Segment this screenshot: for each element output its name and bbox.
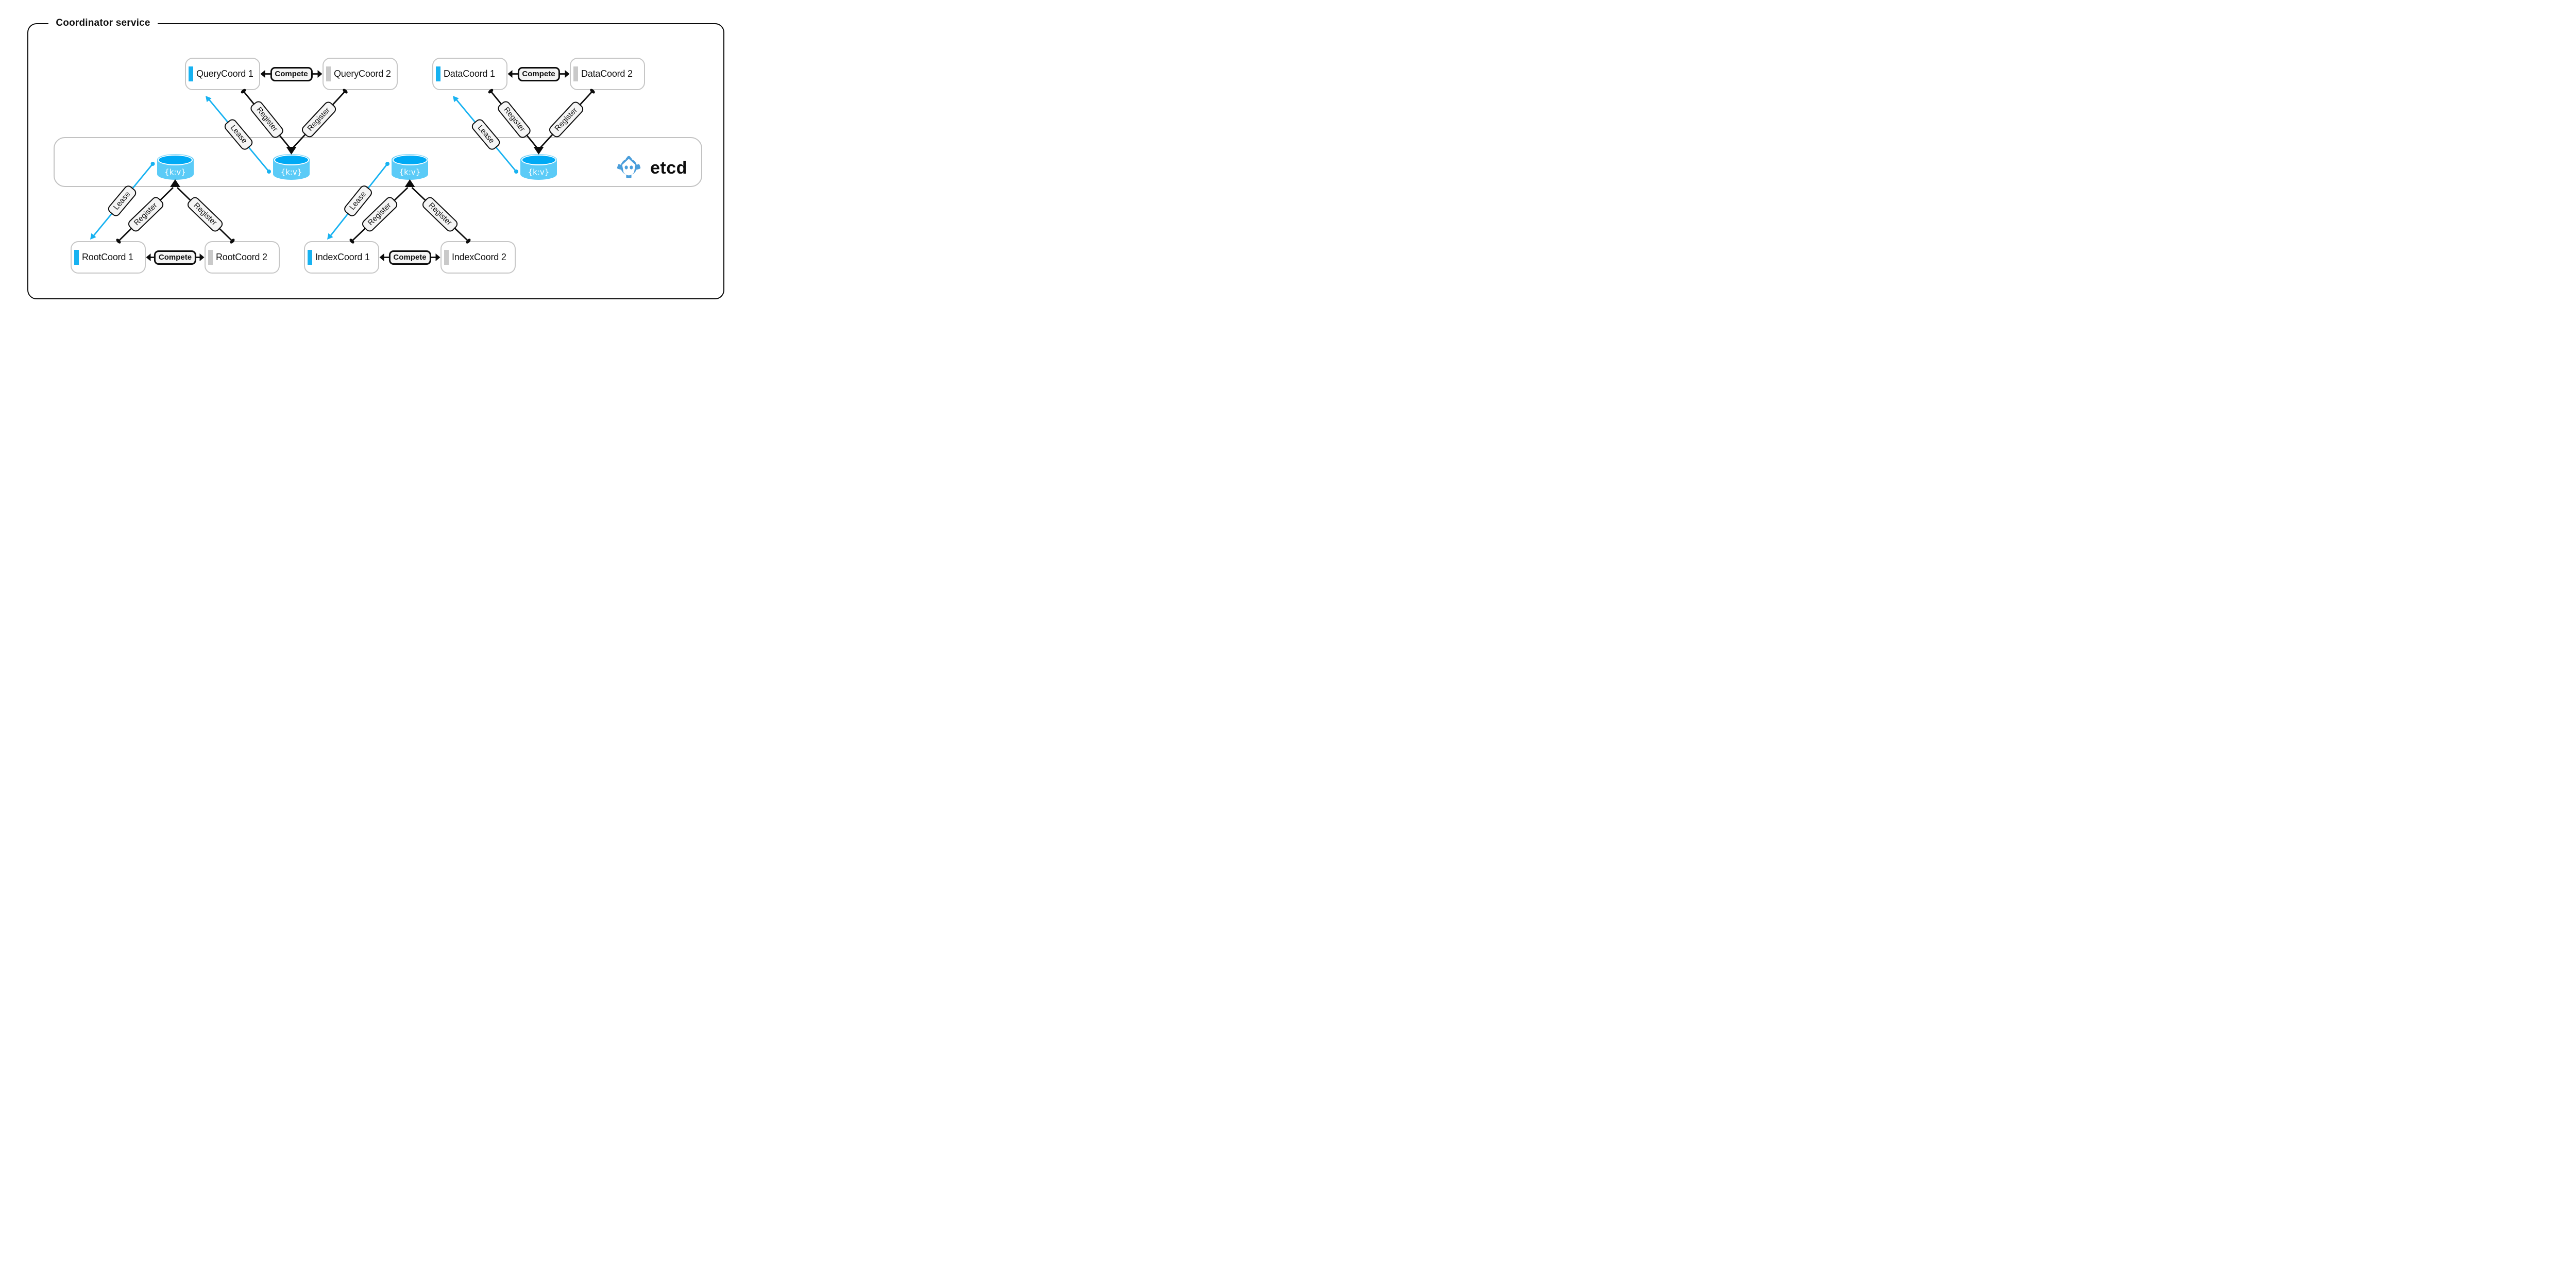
register-arrows-querycoord [241, 89, 348, 155]
kv-cylinder-indexcoord: {k:v} [392, 154, 428, 180]
active-indicator-bar [436, 66, 440, 81]
compete-badge: Compete [270, 66, 313, 81]
standby-indicator-bar [444, 250, 449, 265]
node-indexcoord-2: IndexCoord 2 [440, 241, 516, 274]
kv-label: {k:v} [164, 167, 186, 177]
node-label: DataCoord 1 [444, 69, 495, 79]
coordinator-service-container [27, 23, 724, 299]
node-label: QueryCoord 1 [196, 69, 253, 79]
kv-label: {k:v} [399, 167, 421, 177]
kv-cylinder-querycoord: {k:v} [273, 154, 310, 180]
node-label: RootCoord 1 [82, 252, 133, 262]
standby-indicator-bar [326, 66, 331, 81]
standby-indicator-bar [573, 66, 578, 81]
node-querycoord-1: QueryCoord 1 [185, 58, 260, 90]
node-datacoord-1: DataCoord 1 [432, 58, 507, 90]
kv-label: {k:v} [280, 167, 302, 177]
active-indicator-bar [308, 250, 312, 265]
compete-badge: Compete [154, 250, 197, 265]
active-indicator-bar [74, 250, 79, 265]
cylinder-top [158, 154, 193, 165]
node-label: RootCoord 2 [216, 252, 267, 262]
node-rootcoord-2: RootCoord 2 [205, 241, 280, 274]
kv-cylinder-rootcoord: {k:v} [157, 154, 194, 180]
node-querycoord-2: QueryCoord 2 [323, 58, 398, 90]
standby-indicator-bar [208, 250, 213, 265]
node-datacoord-2: DataCoord 2 [570, 58, 645, 90]
kv-label: {k:v} [528, 167, 550, 177]
cylinder-top [274, 154, 309, 165]
cylinder-top [392, 154, 428, 165]
node-label: QueryCoord 2 [334, 69, 391, 79]
node-indexcoord-1: IndexCoord 1 [304, 241, 379, 274]
node-label: DataCoord 2 [581, 69, 633, 79]
connector-wires [90, 70, 595, 261]
etcd-gear-icon [617, 156, 641, 178]
node-label: IndexCoord 1 [315, 252, 370, 262]
diagram-title: Coordinator service [48, 16, 158, 30]
etcd-label: etcd [650, 158, 687, 178]
kv-cylinder-datacoord: {k:v} [520, 154, 557, 180]
node-label: IndexCoord 2 [452, 252, 506, 262]
register-arrows-datacoord [488, 89, 595, 155]
node-rootcoord-1: RootCoord 1 [71, 241, 146, 274]
compete-badge: Compete [517, 66, 560, 81]
diagram-canvas: Coordinator service etcd QueryCoord 1 Qu… [0, 0, 753, 318]
compete-badge: Compete [388, 250, 431, 265]
cylinder-top [521, 154, 556, 165]
active-indicator-bar [189, 66, 193, 81]
etcd-face [622, 159, 636, 176]
